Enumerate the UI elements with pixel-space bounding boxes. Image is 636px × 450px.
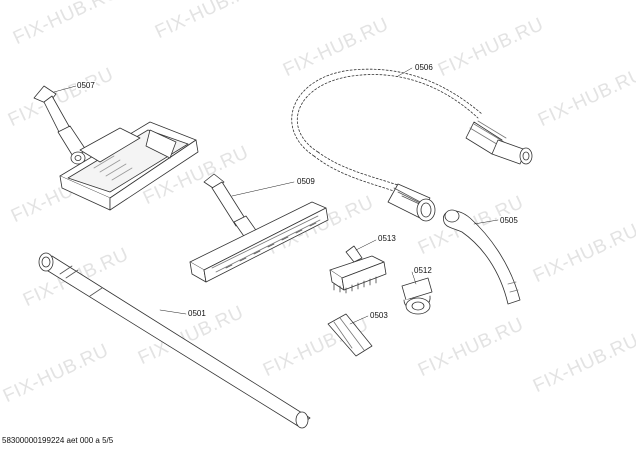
part-label-0503: 0503 (369, 311, 389, 320)
part-label-0509: 0509 (296, 177, 316, 186)
leader-0506 (397, 67, 413, 77)
document-footer: 58300000199224 aet 000 a 5/5 (2, 436, 114, 445)
leader-0512 (411, 271, 417, 285)
leader-0513 (355, 239, 377, 251)
part-label-0506: 0506 (414, 63, 434, 72)
leader-0507 (53, 85, 77, 93)
leader-0501 (159, 309, 187, 315)
crevice-tool-drawing (327, 313, 373, 357)
part-label-0512: 0512 (413, 266, 433, 275)
leader-0509 (231, 181, 295, 197)
hose-drawing (291, 68, 533, 222)
floor-nozzle-drawing (189, 173, 329, 283)
part-label-0513: 0513 (377, 234, 397, 243)
part-label-0505: 0505 (499, 216, 519, 225)
turbo-brush-drawing (33, 85, 199, 211)
handle-drawing (442, 209, 521, 305)
tube-drawing (38, 252, 311, 429)
leader-0503 (349, 315, 369, 325)
clip-adapter-drawing (401, 277, 433, 315)
leader-lines (53, 67, 499, 325)
leader-0505 (473, 219, 499, 225)
upholstery-brush-drawing (329, 245, 387, 294)
part-label-0501: 0501 (187, 309, 207, 318)
part-label-0507: 0507 (76, 81, 96, 90)
